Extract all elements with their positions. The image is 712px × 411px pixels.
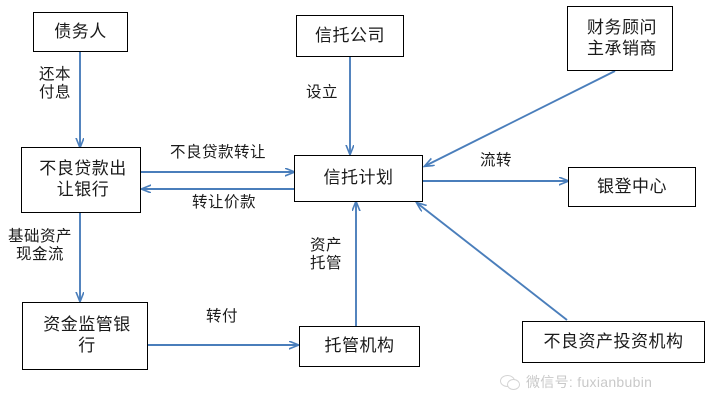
advisor-line-2: 主承销商 <box>587 38 657 58</box>
wechat-icon <box>500 374 520 390</box>
node-financial-advisor[interactable]: 财务顾问主承销商 <box>567 6 673 71</box>
node-trust-plan-label: 信托计划 <box>323 168 394 188</box>
advisor-line-1: 财务顾问 <box>587 17 657 37</box>
watermark-text: 微信号: fuxianbubin <box>526 374 653 390</box>
node-investor[interactable]: 不良资产投资机构 <box>522 321 705 363</box>
node-investor-label: 不良资产投资机构 <box>543 331 684 351</box>
node-debtor[interactable]: 债务人 <box>33 12 128 52</box>
arrow-investor-to-trust-plan <box>417 203 568 321</box>
node-custodian-label: 托管机构 <box>324 336 395 356</box>
node-registry-center[interactable]: 银登中心 <box>568 167 696 207</box>
escrow-bank-line-2: 行 <box>78 336 96 355</box>
edge-label-base-asset-cashflow: 基础资产 现金流 <box>7 228 72 264</box>
node-custodian[interactable]: 托管机构 <box>299 326 420 367</box>
node-trust-plan[interactable]: 信托计划 <box>294 155 423 202</box>
node-seller-bank-label: 不良贷款出让银行 <box>22 159 140 200</box>
edge-label-remittance: 转付 <box>205 308 238 325</box>
edge-label-transfer-price: 转让价款 <box>191 194 256 211</box>
edge-label-repayment: 还本 付息 <box>38 66 71 102</box>
edge-label-asset-custody: 资产 托管 <box>309 237 342 273</box>
edge-label-loan-transfer: 不良贷款转让 <box>169 144 266 161</box>
edge-label-establish: 设立 <box>305 84 338 101</box>
node-registry-center-label: 银登中心 <box>597 176 667 196</box>
node-debtor-label: 债务人 <box>54 21 107 41</box>
node-financial-advisor-label: 财务顾问主承销商 <box>568 18 672 59</box>
node-escrow-bank-label: 资金监管银行 <box>23 315 147 356</box>
edge-label-circulation: 流转 <box>479 152 512 169</box>
seller-bank-line-1: 不良贷款出 <box>39 159 127 179</box>
node-escrow-bank[interactable]: 资金监管银行 <box>22 302 148 370</box>
node-seller-bank[interactable]: 不良贷款出让银行 <box>21 147 141 213</box>
node-trust-company-label: 信托公司 <box>315 25 385 45</box>
seller-bank-line-2: 让银行 <box>56 180 110 199</box>
escrow-bank-line-1: 资金监管银 <box>43 315 131 335</box>
node-trust-company[interactable]: 信托公司 <box>296 15 404 57</box>
watermark: 微信号: fuxianbubin <box>500 372 652 392</box>
arrow-advisor-to-trust-plan <box>425 70 616 166</box>
